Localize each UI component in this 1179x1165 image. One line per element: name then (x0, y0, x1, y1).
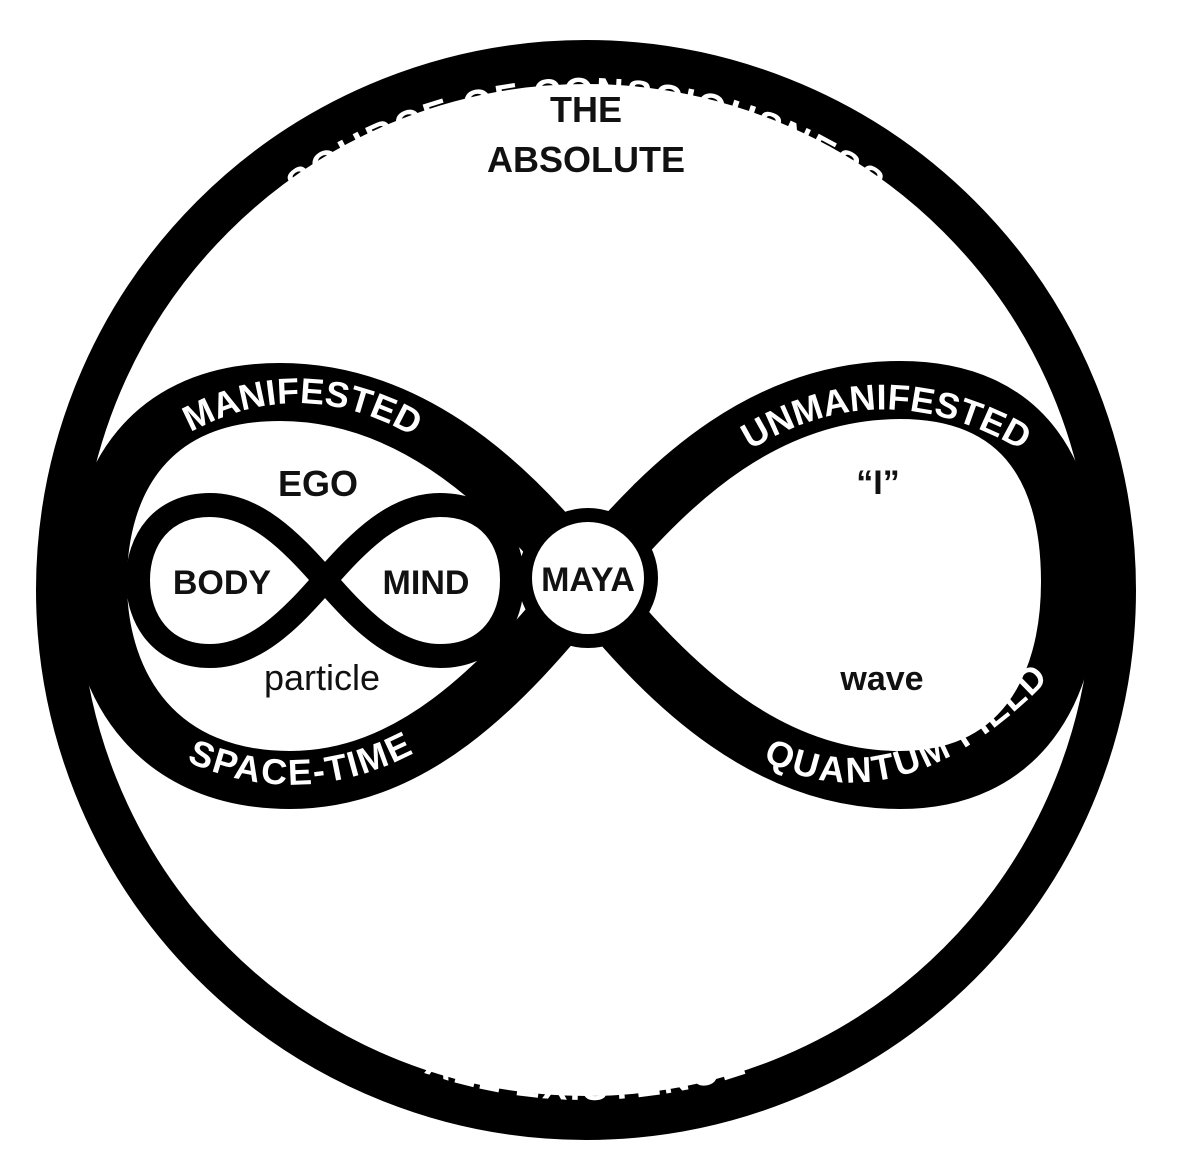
maya-label: MAYA (541, 561, 635, 599)
small-infinity-loop (125, 492, 525, 669)
body-label: BODY (173, 564, 272, 602)
i-label: “I” (856, 464, 899, 502)
mind-label: MIND (383, 564, 470, 602)
title-line-2: ABSOLUTE (487, 139, 685, 180)
particle-label: particle (264, 657, 380, 698)
ego-label: EGO (278, 463, 358, 504)
wave-label: wave (839, 660, 923, 698)
title-line-1: THE (550, 89, 622, 130)
outer-ring (36, 40, 1136, 1140)
maya-node (518, 508, 658, 648)
